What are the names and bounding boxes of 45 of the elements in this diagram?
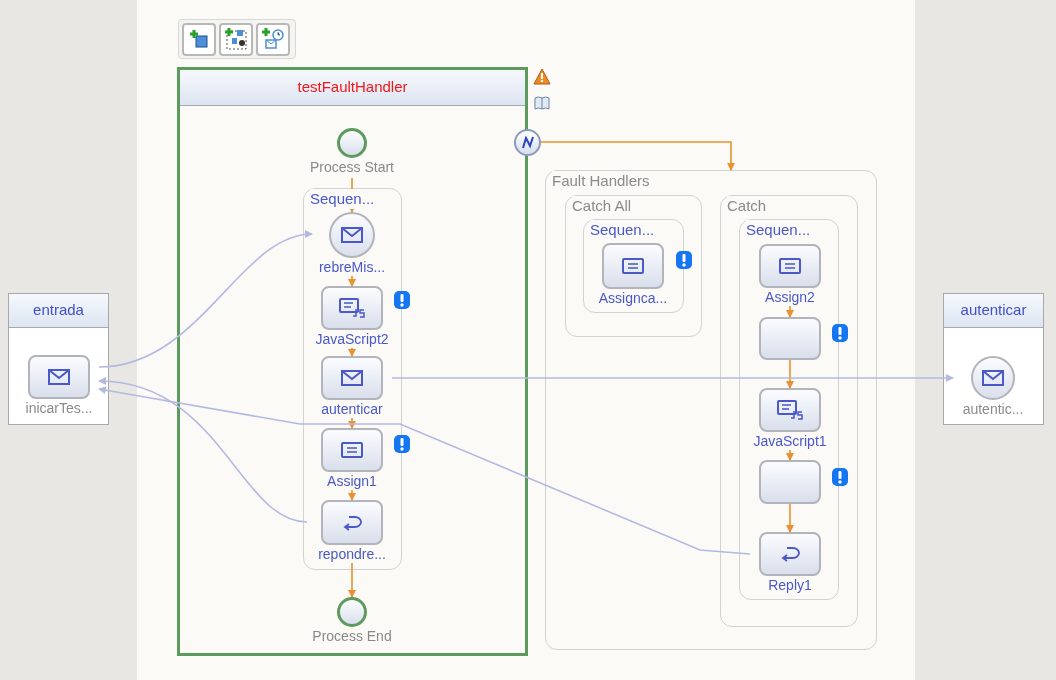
connector-arrow [348, 177, 356, 213]
activity-label: inicarTes... [25, 399, 93, 417]
sequence-container [303, 188, 402, 570]
activity-label: Assign1 [327, 472, 377, 490]
connector-arrow [348, 417, 356, 429]
process-title-bar: testFaultHandler [180, 70, 525, 106]
event-label: Process Start [310, 158, 394, 176]
activity-box [759, 317, 821, 360]
activity-label: Reply1 [768, 576, 812, 594]
connector-arrow [348, 347, 356, 357]
activity-label: autentic... [962, 400, 1024, 418]
sequence-container [739, 219, 839, 600]
connector-arrow [98, 386, 751, 555]
activity-label: JavaScript2 [315, 330, 389, 348]
process-container [177, 67, 528, 656]
activity-label: Assignca... [598, 289, 668, 307]
connector-arrow [786, 359, 794, 389]
activity-label: rebreMis... [318, 258, 386, 276]
connector-arrow [98, 231, 313, 368]
partner-box [8, 293, 109, 425]
connector-arrow [98, 377, 308, 523]
partner-title-bar: autenticar [944, 294, 1043, 328]
connector-arrow [391, 374, 954, 382]
activity-box [759, 460, 821, 504]
activity-label: Assign2 [765, 288, 815, 306]
partner-box [943, 293, 1044, 425]
container-label: Sequen... [746, 220, 811, 240]
connector-arrow [786, 305, 794, 318]
partner-title-bar: entrada [9, 294, 108, 328]
handler-container [565, 195, 702, 337]
container-label: Sequen... [590, 220, 655, 240]
sequence-container [583, 219, 684, 313]
handler-container [720, 195, 858, 627]
activity-label: repondre... [318, 545, 386, 563]
connector-arrow [348, 489, 356, 501]
container-label: Sequen... [310, 189, 375, 209]
connector-arrow [786, 449, 794, 461]
connector-arrow [348, 562, 356, 598]
connector-arrow [348, 275, 356, 287]
event-label: Process End [312, 627, 392, 645]
activity-label: autenticar [321, 400, 383, 418]
handler-container [545, 170, 877, 650]
connector-arrow [786, 503, 794, 533]
connector-arrow [540, 141, 735, 171]
activity-label: JavaScript1 [753, 432, 827, 450]
